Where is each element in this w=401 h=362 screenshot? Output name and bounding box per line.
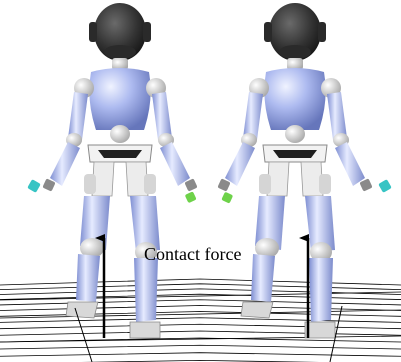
ground-line <box>0 324 401 328</box>
ground-line <box>0 353 401 357</box>
ground-line <box>0 331 401 335</box>
hand-cyan-icon <box>378 179 392 193</box>
contact-force-label: Contact force <box>144 244 241 264</box>
ground-line <box>0 345 401 349</box>
ground-line <box>0 318 401 323</box>
hand-green-icon <box>185 191 197 203</box>
ground-grid <box>0 279 401 362</box>
ground-line <box>0 300 401 305</box>
hand-green-icon <box>221 192 233 204</box>
hand-cyan-icon <box>27 179 41 193</box>
ground-line <box>0 289 401 295</box>
ground-line <box>0 292 401 300</box>
